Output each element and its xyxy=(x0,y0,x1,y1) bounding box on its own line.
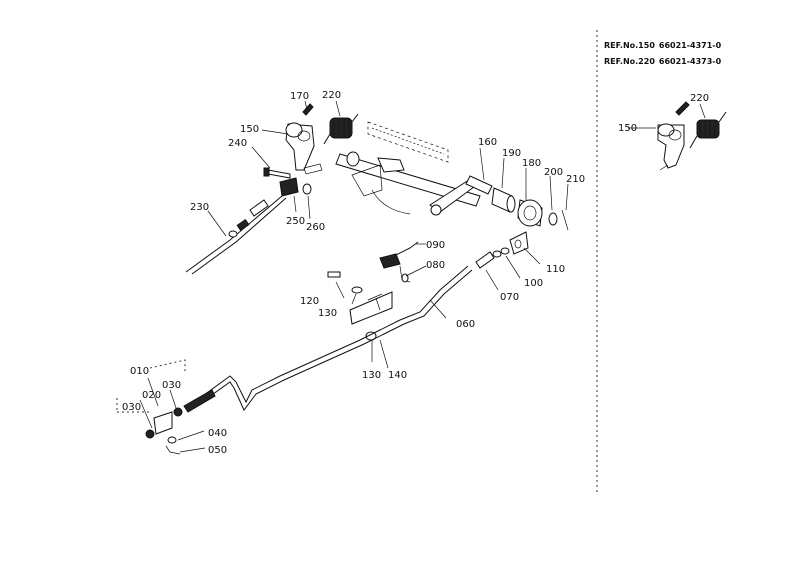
main-drawing: 170 220 150 240 230 250 260 160 190 180 … xyxy=(116,90,585,456)
callout-240: 240 xyxy=(228,138,247,149)
inset-spring-icon xyxy=(689,111,727,149)
callout-160: 160 xyxy=(478,137,497,148)
lower-bracket xyxy=(116,359,216,455)
cable-230 xyxy=(185,195,287,275)
leader-lines xyxy=(139,100,569,453)
callout-110: 110 xyxy=(546,264,565,275)
spring-220-icon xyxy=(323,113,359,145)
shaft-assembly xyxy=(335,121,569,231)
cable-090 xyxy=(379,241,419,283)
callout-060: 060 xyxy=(456,319,475,330)
bracket-plate xyxy=(327,271,409,341)
callout-190: 190 xyxy=(502,148,521,159)
pin-170-icon xyxy=(302,103,314,116)
callout-130-lower: 130 xyxy=(362,370,381,381)
callout-180: 180 xyxy=(522,158,541,169)
rod-060 xyxy=(199,265,473,411)
arm-150 xyxy=(285,122,323,175)
block-250-icon xyxy=(279,177,312,197)
callout-050: 050 xyxy=(208,445,227,456)
bolt-240-icon xyxy=(263,167,291,179)
callout-080: 080 xyxy=(426,260,445,271)
inset-drawing: 150 220 xyxy=(618,93,727,171)
callout-090: 090 xyxy=(426,240,445,251)
callout-200: 200 xyxy=(544,167,563,178)
inset-callout-150: 150 xyxy=(618,123,637,134)
callout-220: 220 xyxy=(322,90,341,101)
callout-120: 120 xyxy=(300,296,319,307)
connector-070 xyxy=(475,231,529,269)
callout-250: 250 xyxy=(286,216,305,227)
callout-100: 100 xyxy=(524,278,543,289)
callout-130-upper: 130 xyxy=(318,308,337,319)
callout-210: 210 xyxy=(566,174,585,185)
callout-230: 230 xyxy=(190,202,209,213)
callout-030-lower: 030 xyxy=(122,402,141,413)
callout-140: 140 xyxy=(388,370,407,381)
callout-020: 020 xyxy=(142,390,161,401)
callout-070: 070 xyxy=(500,292,519,303)
callout-150: 150 xyxy=(240,124,259,135)
callout-260: 260 xyxy=(306,222,325,233)
callout-010: 010 xyxy=(130,366,149,377)
callout-030-upper: 030 xyxy=(162,380,181,391)
inset-callout-220: 220 xyxy=(690,93,709,104)
callout-040: 040 xyxy=(208,428,227,439)
callout-170: 170 xyxy=(290,91,309,102)
